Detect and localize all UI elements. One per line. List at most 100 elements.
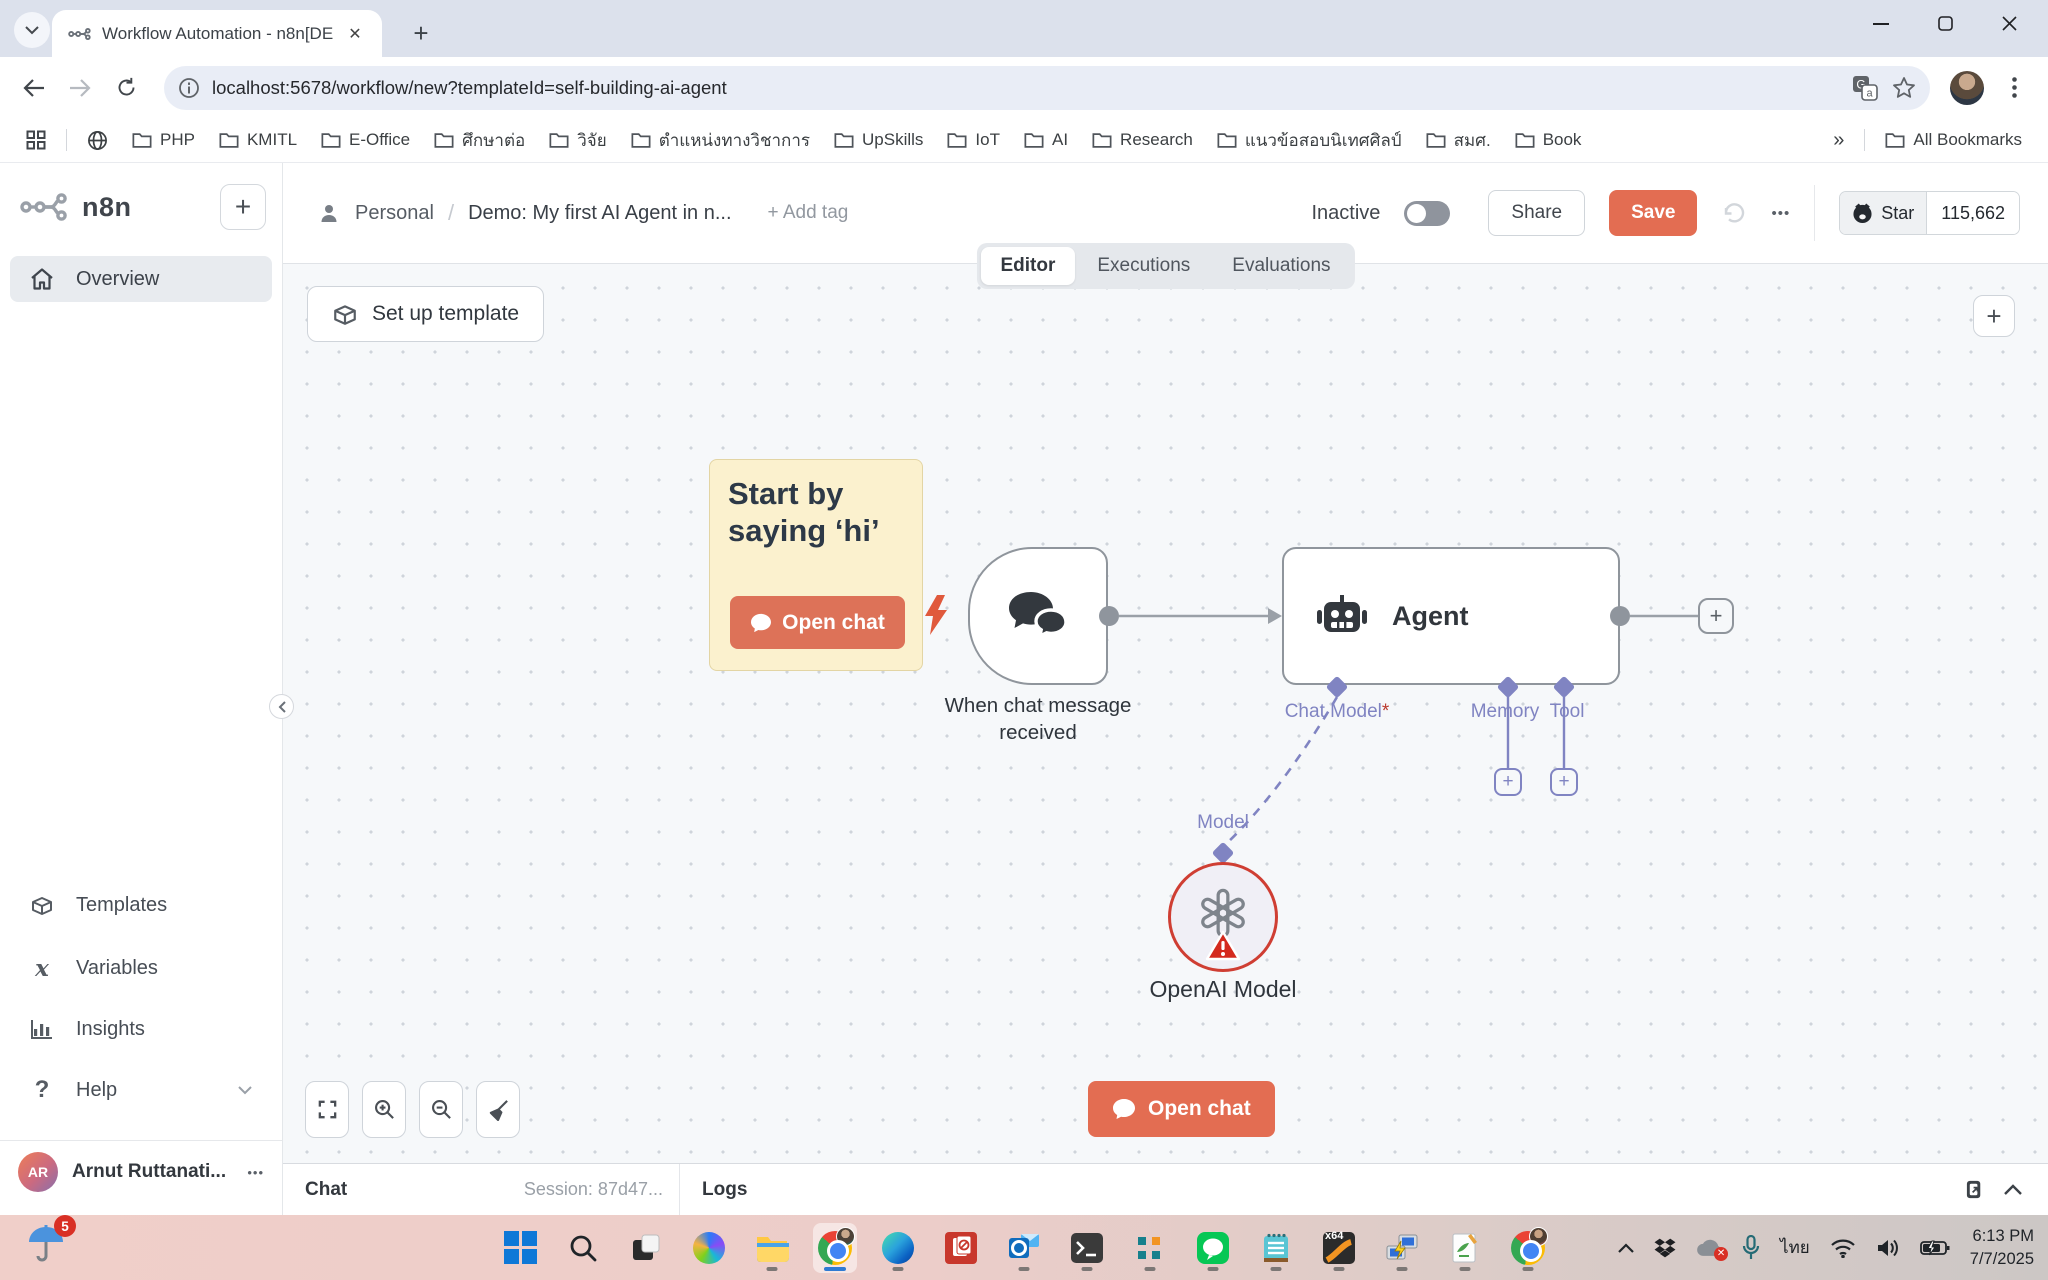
bookmark-globe[interactable]	[77, 125, 118, 156]
bookmark-label[interactable]: IoT	[975, 130, 1000, 149]
trigger-output-port[interactable]	[1099, 606, 1119, 626]
window-maximize-icon[interactable]	[1930, 13, 1960, 33]
language-indicator[interactable]: ไทย	[1780, 1238, 1810, 1257]
back-button[interactable]	[14, 68, 54, 108]
bookmark-label[interactable]: Book	[1542, 130, 1582, 149]
github-star-widget[interactable]: Star 115,662	[1839, 191, 2020, 235]
tidy-up-button[interactable]	[476, 1081, 520, 1138]
node-chat-trigger[interactable]	[968, 547, 1108, 685]
bookmark-label[interactable]: ศึกษาต่อ	[462, 130, 526, 150]
copilot-button[interactable]	[687, 1223, 731, 1273]
bookmark-folder[interactable]: แนวข้อสอบนิเทศศิลป์	[1207, 122, 1412, 159]
workflow-canvas[interactable]: Set up template + Start by saying ‘hi’ O…	[283, 263, 2048, 1163]
share-button[interactable]: Share	[1488, 190, 1586, 236]
bookmark-label[interactable]: PHP	[160, 130, 195, 149]
bookmark-folder[interactable]: Research	[1082, 125, 1203, 155]
url-bar[interactable]: localhost:5678/workflow/new?templateId=s…	[164, 65, 1930, 110]
save-button[interactable]: Save	[1609, 190, 1698, 236]
sidebar-item-help[interactable]: ? Help	[10, 1067, 272, 1113]
bookmark-folder[interactable]: IoT	[937, 125, 1010, 155]
github-star-count[interactable]: 115,662	[1927, 192, 2019, 234]
sticky-note[interactable]: Start by saying ‘hi’ Open chat	[709, 459, 923, 671]
bookmark-label[interactable]: AI	[1051, 130, 1069, 149]
user-row[interactable]: AR Arnut Ruttanati... •••	[18, 1149, 264, 1195]
bookmark-folder[interactable]: AI	[1014, 125, 1078, 155]
edge-button[interactable]	[876, 1223, 920, 1273]
bookmark-label[interactable]: Research	[1120, 130, 1193, 149]
all-bookmarks-button[interactable]: All Bookmarks	[1875, 125, 2032, 155]
chevron-up-icon[interactable]	[2004, 1184, 2022, 1195]
browser-profile-avatar[interactable]	[1950, 70, 1984, 105]
logs-panel-title[interactable]: Logs	[702, 1178, 748, 1200]
active-toggle[interactable]	[1404, 200, 1451, 226]
bookmark-folder[interactable]: KMITL	[209, 125, 307, 155]
bookmark-label[interactable]: แนวข้อสอบนิเทศศิลป์	[1244, 130, 1402, 150]
bookmark-folder[interactable]: E-Office	[311, 125, 420, 155]
outlook-button[interactable]	[1002, 1223, 1046, 1273]
reload-button[interactable]	[106, 68, 146, 108]
all-bookmarks-label[interactable]: All Bookmarks	[1913, 130, 2022, 149]
x64dbg-button[interactable]: x64	[1317, 1223, 1361, 1273]
file-explorer-button[interactable]	[750, 1223, 794, 1273]
weather-tray-icon[interactable]: 5	[26, 1215, 76, 1270]
line-app-button[interactable]	[1191, 1223, 1235, 1273]
onedrive-error-tray-icon[interactable]: ✕	[1696, 1239, 1729, 1261]
notepad-button[interactable]	[1254, 1223, 1298, 1273]
bookmark-label[interactable]: E-Office	[349, 130, 411, 149]
search-button[interactable]	[561, 1223, 605, 1273]
github-star-button[interactable]: Star	[1840, 192, 1928, 234]
tab-close-icon[interactable]: ✕	[348, 25, 362, 43]
user-menu-icon[interactable]: •••	[247, 1164, 264, 1180]
browser-tab[interactable]: Workflow Automation - n8n[DE ✕	[52, 10, 382, 57]
breadcrumb-project[interactable]: Personal	[355, 201, 434, 224]
bookmark-label[interactable]: ตำแหน่งทางวิชาการ	[658, 130, 811, 150]
bookmark-label[interactable]: UpSkills	[862, 130, 924, 149]
chat-panel-title[interactable]: Chat	[305, 1178, 348, 1200]
start-button[interactable]	[498, 1223, 542, 1273]
battery-tray-icon[interactable]	[1919, 1240, 1950, 1256]
bookmark-folder[interactable]: Book	[1505, 125, 1592, 155]
agent-output-port[interactable]	[1610, 606, 1630, 626]
add-next-node-button[interactable]: +	[1698, 598, 1734, 634]
node-openai-model[interactable]	[1168, 862, 1278, 972]
wifi-tray-icon[interactable]	[1830, 1238, 1856, 1258]
fit-view-button[interactable]	[305, 1081, 349, 1138]
window-minimize-icon[interactable]	[1866, 13, 1896, 33]
tab-evaluations[interactable]: Evaluations	[1232, 255, 1331, 276]
bookmark-folder[interactable]: ศึกษาต่อ	[424, 122, 535, 159]
red-document-app-button[interactable]	[939, 1223, 983, 1273]
microphone-tray-icon[interactable]	[1742, 1234, 1760, 1261]
bookmark-folder[interactable]: ตำแหน่งทางวิชาการ	[621, 122, 820, 159]
bookmark-folder[interactable]: สมศ.	[1416, 122, 1501, 159]
setup-template-button[interactable]: Set up template	[307, 286, 545, 342]
task-view-button[interactable]	[624, 1223, 668, 1273]
bookmark-folder[interactable]: UpSkills	[824, 125, 933, 155]
apps-grid-icon[interactable]	[16, 125, 56, 155]
bookmark-label[interactable]: วิจัย	[577, 130, 607, 150]
user-avatar[interactable]: AR	[18, 1152, 58, 1192]
add-tag-button[interactable]: + Add tag	[767, 202, 849, 223]
bookmark-folder[interactable]: PHP	[122, 125, 205, 155]
add-memory-button[interactable]: +	[1494, 768, 1522, 796]
remote-connect-button[interactable]	[1380, 1223, 1424, 1273]
tray-chevron-up-icon[interactable]	[1618, 1242, 1634, 1253]
add-tool-button[interactable]: +	[1550, 768, 1578, 796]
tab-search-button[interactable]	[14, 12, 50, 48]
sidebar-item-insights[interactable]: Insights	[10, 1006, 272, 1052]
open-chat-button[interactable]: Open chat	[1088, 1081, 1275, 1137]
sticky-open-chat-button[interactable]: Open chat	[730, 596, 905, 649]
bookmark-label[interactable]: KMITL	[246, 130, 298, 149]
zoom-out-button[interactable]	[419, 1081, 463, 1138]
dev-app-button[interactable]	[1128, 1223, 1172, 1273]
chat-panel-header[interactable]: Chat Session: 87d47...	[283, 1164, 680, 1215]
tab-executions[interactable]: Executions	[1097, 255, 1191, 276]
new-tab-button[interactable]: +	[413, 17, 429, 48]
history-undo-icon[interactable]	[1721, 201, 1747, 225]
sidebar-item-overview[interactable]: Overview	[10, 256, 272, 302]
workflow-title[interactable]: Demo: My first AI Agent in n...	[468, 201, 732, 224]
bookmark-folder[interactable]: วิจัย	[539, 122, 616, 159]
window-close-icon[interactable]	[1994, 13, 2024, 33]
forward-button[interactable]	[60, 68, 100, 108]
translate-icon[interactable]: Ga	[1852, 75, 1878, 101]
zoom-in-button[interactable]	[362, 1081, 406, 1138]
